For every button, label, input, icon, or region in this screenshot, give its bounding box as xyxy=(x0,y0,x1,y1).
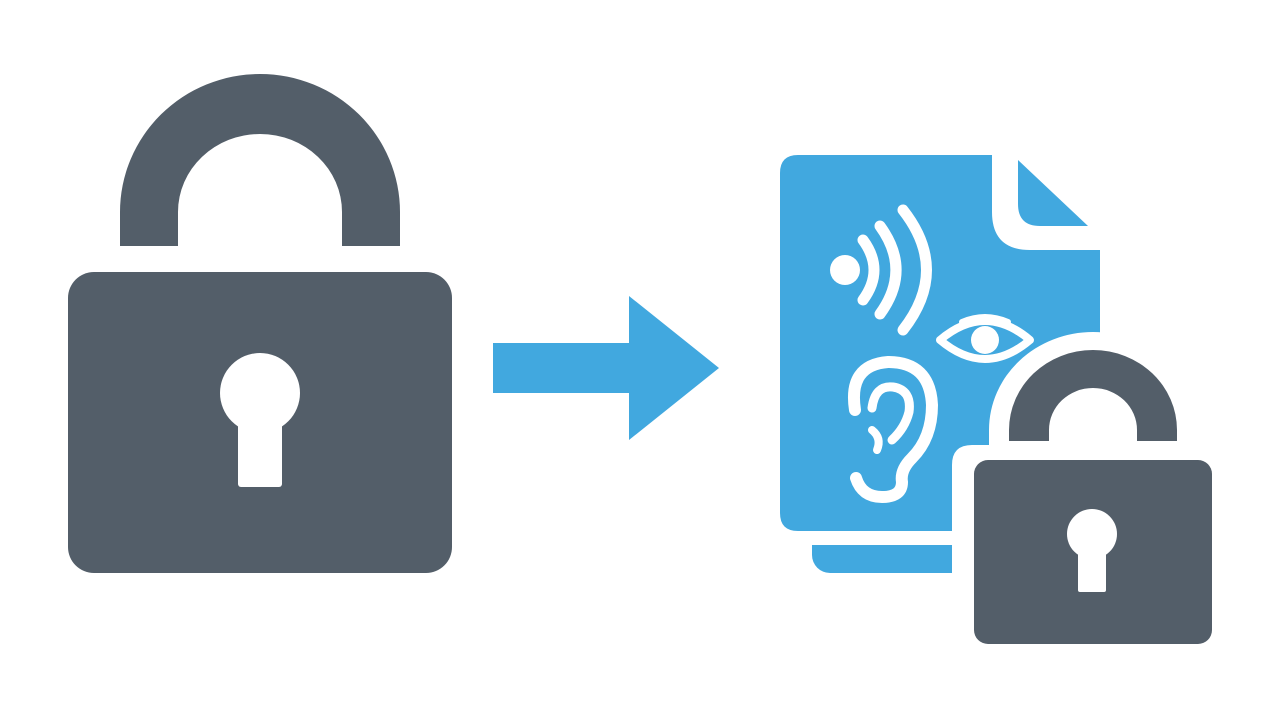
document-page-gap xyxy=(812,531,982,545)
document-folded-corner xyxy=(1018,160,1088,226)
signal-dot xyxy=(830,255,860,285)
small-keyhole-stem xyxy=(1078,540,1106,592)
eye-pupil xyxy=(971,326,999,354)
eye-brow xyxy=(959,314,1011,325)
small-padlock-shackle xyxy=(1009,350,1177,441)
wireless-signal-icon xyxy=(830,204,932,336)
ear-outer xyxy=(848,356,938,503)
ear-icon xyxy=(848,356,938,503)
large-padlock-shackle xyxy=(120,74,400,246)
large-keyhole-stem xyxy=(238,405,282,487)
eye-icon xyxy=(936,314,1034,363)
signal-wave-1 xyxy=(857,234,880,306)
signal-wave-3 xyxy=(897,204,932,336)
eye-outline xyxy=(936,317,1034,363)
arrow-right-icon xyxy=(493,296,719,440)
ear-inner xyxy=(867,382,914,445)
large-padlock-icon xyxy=(68,74,452,573)
small-padlock-icon xyxy=(952,332,1234,664)
ear-canal xyxy=(868,426,883,454)
signal-wave-2 xyxy=(874,220,902,320)
